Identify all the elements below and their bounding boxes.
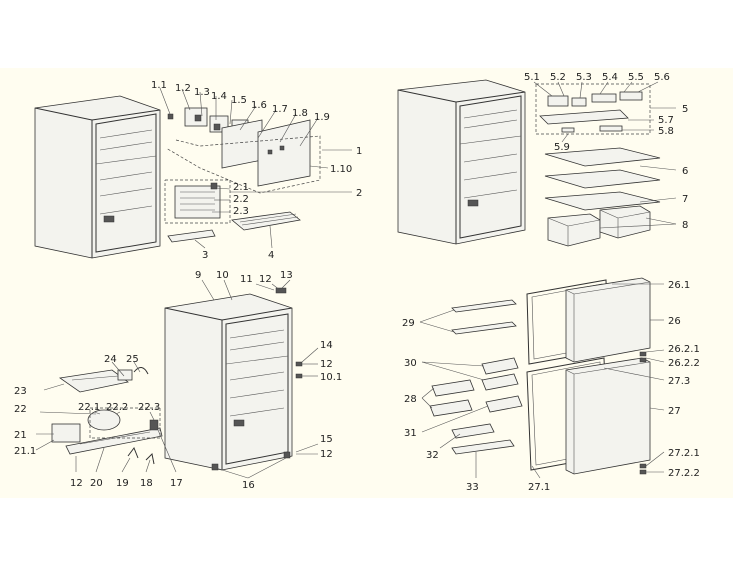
label-27-1: 27.1	[528, 482, 550, 493]
label-23: 23	[14, 386, 27, 397]
wire-shelf-4	[231, 211, 301, 231]
doors	[565, 277, 651, 475]
label-31: 31	[404, 428, 417, 439]
label-5-2: 5.2	[550, 72, 566, 83]
exploded-parts-diagram: 1.1 1.2 1.3 1.4 1.5 1.6 1.7 1.8 1.9 1.10…	[0, 68, 733, 498]
label-1-5: 1.5	[231, 95, 247, 106]
glass-shelf-6b	[544, 169, 661, 189]
labels-q1: 1.1 1.2 1.3 1.4 1.5 1.6 1.7 1.8 1.9 1.10…	[151, 80, 362, 261]
label-33: 33	[466, 482, 479, 493]
label-8: 8	[682, 220, 688, 231]
label-28: 28	[404, 394, 417, 405]
label-27-2-2: 27.2.2	[668, 468, 700, 479]
label-5-3: 5.3	[576, 72, 592, 83]
label-30: 30	[404, 358, 417, 369]
label-2-3: 2.3	[233, 206, 249, 217]
label-27-2-1: 27.2.1	[668, 448, 700, 459]
label-2-1: 2.1	[233, 182, 249, 193]
label-26-1: 26.1	[668, 280, 690, 291]
label-9: 9	[195, 270, 201, 281]
label-11: 11	[240, 274, 253, 285]
crisper-drawers-8	[547, 205, 651, 247]
label-1-3: 1.3	[194, 87, 210, 98]
label-16: 16	[242, 480, 255, 491]
label-1-8: 1.8	[292, 108, 308, 119]
label-4: 4	[268, 250, 274, 261]
label-15: 15	[320, 434, 333, 445]
labels-q3: 9 10 11 12 13 14 12 10.1 15 12 16 24 25 …	[14, 270, 342, 491]
label-13: 13	[280, 270, 293, 281]
label-5-7: 5.7	[658, 115, 674, 126]
label-26-2-1: 26.2.1	[668, 344, 700, 355]
label-14: 14	[320, 340, 333, 351]
label-12-low: 12	[320, 449, 333, 460]
label-18: 18	[140, 478, 153, 489]
label-2-2: 2.2	[233, 194, 249, 205]
label-1-1: 1.1	[151, 80, 167, 91]
labels-q2: 5.1 5.2 5.3 5.4 5.5 5.6 5 5.7 5.8 5.9 6 …	[524, 72, 688, 231]
label-24: 24	[104, 354, 117, 365]
leaders-q1	[159, 87, 352, 249]
crisper-rack-parts	[174, 182, 221, 219]
label-1-6: 1.6	[251, 100, 267, 111]
label-5: 5	[682, 104, 688, 115]
label-27: 27	[668, 406, 681, 417]
label-1-4: 1.4	[211, 91, 227, 102]
label-7: 7	[682, 194, 688, 205]
label-3: 3	[202, 250, 208, 261]
label-17: 17	[170, 478, 183, 489]
glass-shelf-6	[544, 147, 661, 167]
label-26: 26	[668, 316, 681, 327]
evaporator-parts	[167, 107, 311, 187]
fridge-cabinet-top-left	[34, 95, 161, 259]
door-bins	[429, 299, 523, 455]
label-1-10: 1.10	[330, 164, 352, 175]
label-1-9: 1.9	[314, 112, 330, 123]
label-6: 6	[682, 166, 688, 177]
label-1: 1	[356, 146, 362, 157]
diagram-canvas: 1.1 1.2 1.3 1.4 1.5 1.6 1.7 1.8 1.9 1.10…	[14, 72, 700, 493]
label-22-2: 22.2	[106, 402, 128, 413]
label-12-top: 12	[259, 274, 272, 285]
thermostat-assembly-5	[535, 83, 651, 135]
leaders-q2	[533, 81, 677, 229]
label-20: 20	[90, 478, 103, 489]
compressor-parts	[51, 367, 163, 465]
label-12-bottom: 12	[70, 478, 83, 489]
label-5-6: 5.6	[654, 72, 670, 83]
label-1-2: 1.2	[175, 83, 191, 94]
label-12-mid: 12	[320, 359, 333, 370]
label-32: 32	[426, 450, 439, 461]
label-5-1: 5.1	[524, 72, 540, 83]
leaders-q4	[419, 283, 665, 479]
label-10: 10	[216, 270, 229, 281]
label-21-1: 21.1	[14, 446, 36, 457]
label-26-2-2: 26.2.2	[668, 358, 700, 369]
label-21: 21	[14, 430, 27, 441]
fridge-cabinet-bottom-left	[164, 287, 303, 471]
label-22: 22	[14, 404, 27, 415]
label-5-9: 5.9	[554, 142, 570, 153]
label-29: 29	[402, 318, 415, 329]
label-27-3: 27.3	[668, 376, 690, 387]
label-22-1: 22.1	[78, 402, 100, 413]
label-5-5: 5.5	[628, 72, 644, 83]
label-19: 19	[116, 478, 129, 489]
fridge-cabinet-top-right	[397, 79, 526, 245]
labels-q4: 26.1 26 26.2.1 26.2.2 27.3 27 27.2.1 27.…	[402, 280, 700, 493]
label-10-1: 10.1	[320, 372, 342, 383]
label-1-7: 1.7	[272, 104, 288, 115]
leaders-q3	[35, 279, 319, 479]
glass-shelf-7	[544, 191, 661, 211]
label-25: 25	[126, 354, 139, 365]
label-2: 2	[356, 188, 362, 199]
label-22-3: 22.3	[138, 402, 160, 413]
label-5-8: 5.8	[658, 126, 674, 137]
label-5-4: 5.4	[602, 72, 618, 83]
